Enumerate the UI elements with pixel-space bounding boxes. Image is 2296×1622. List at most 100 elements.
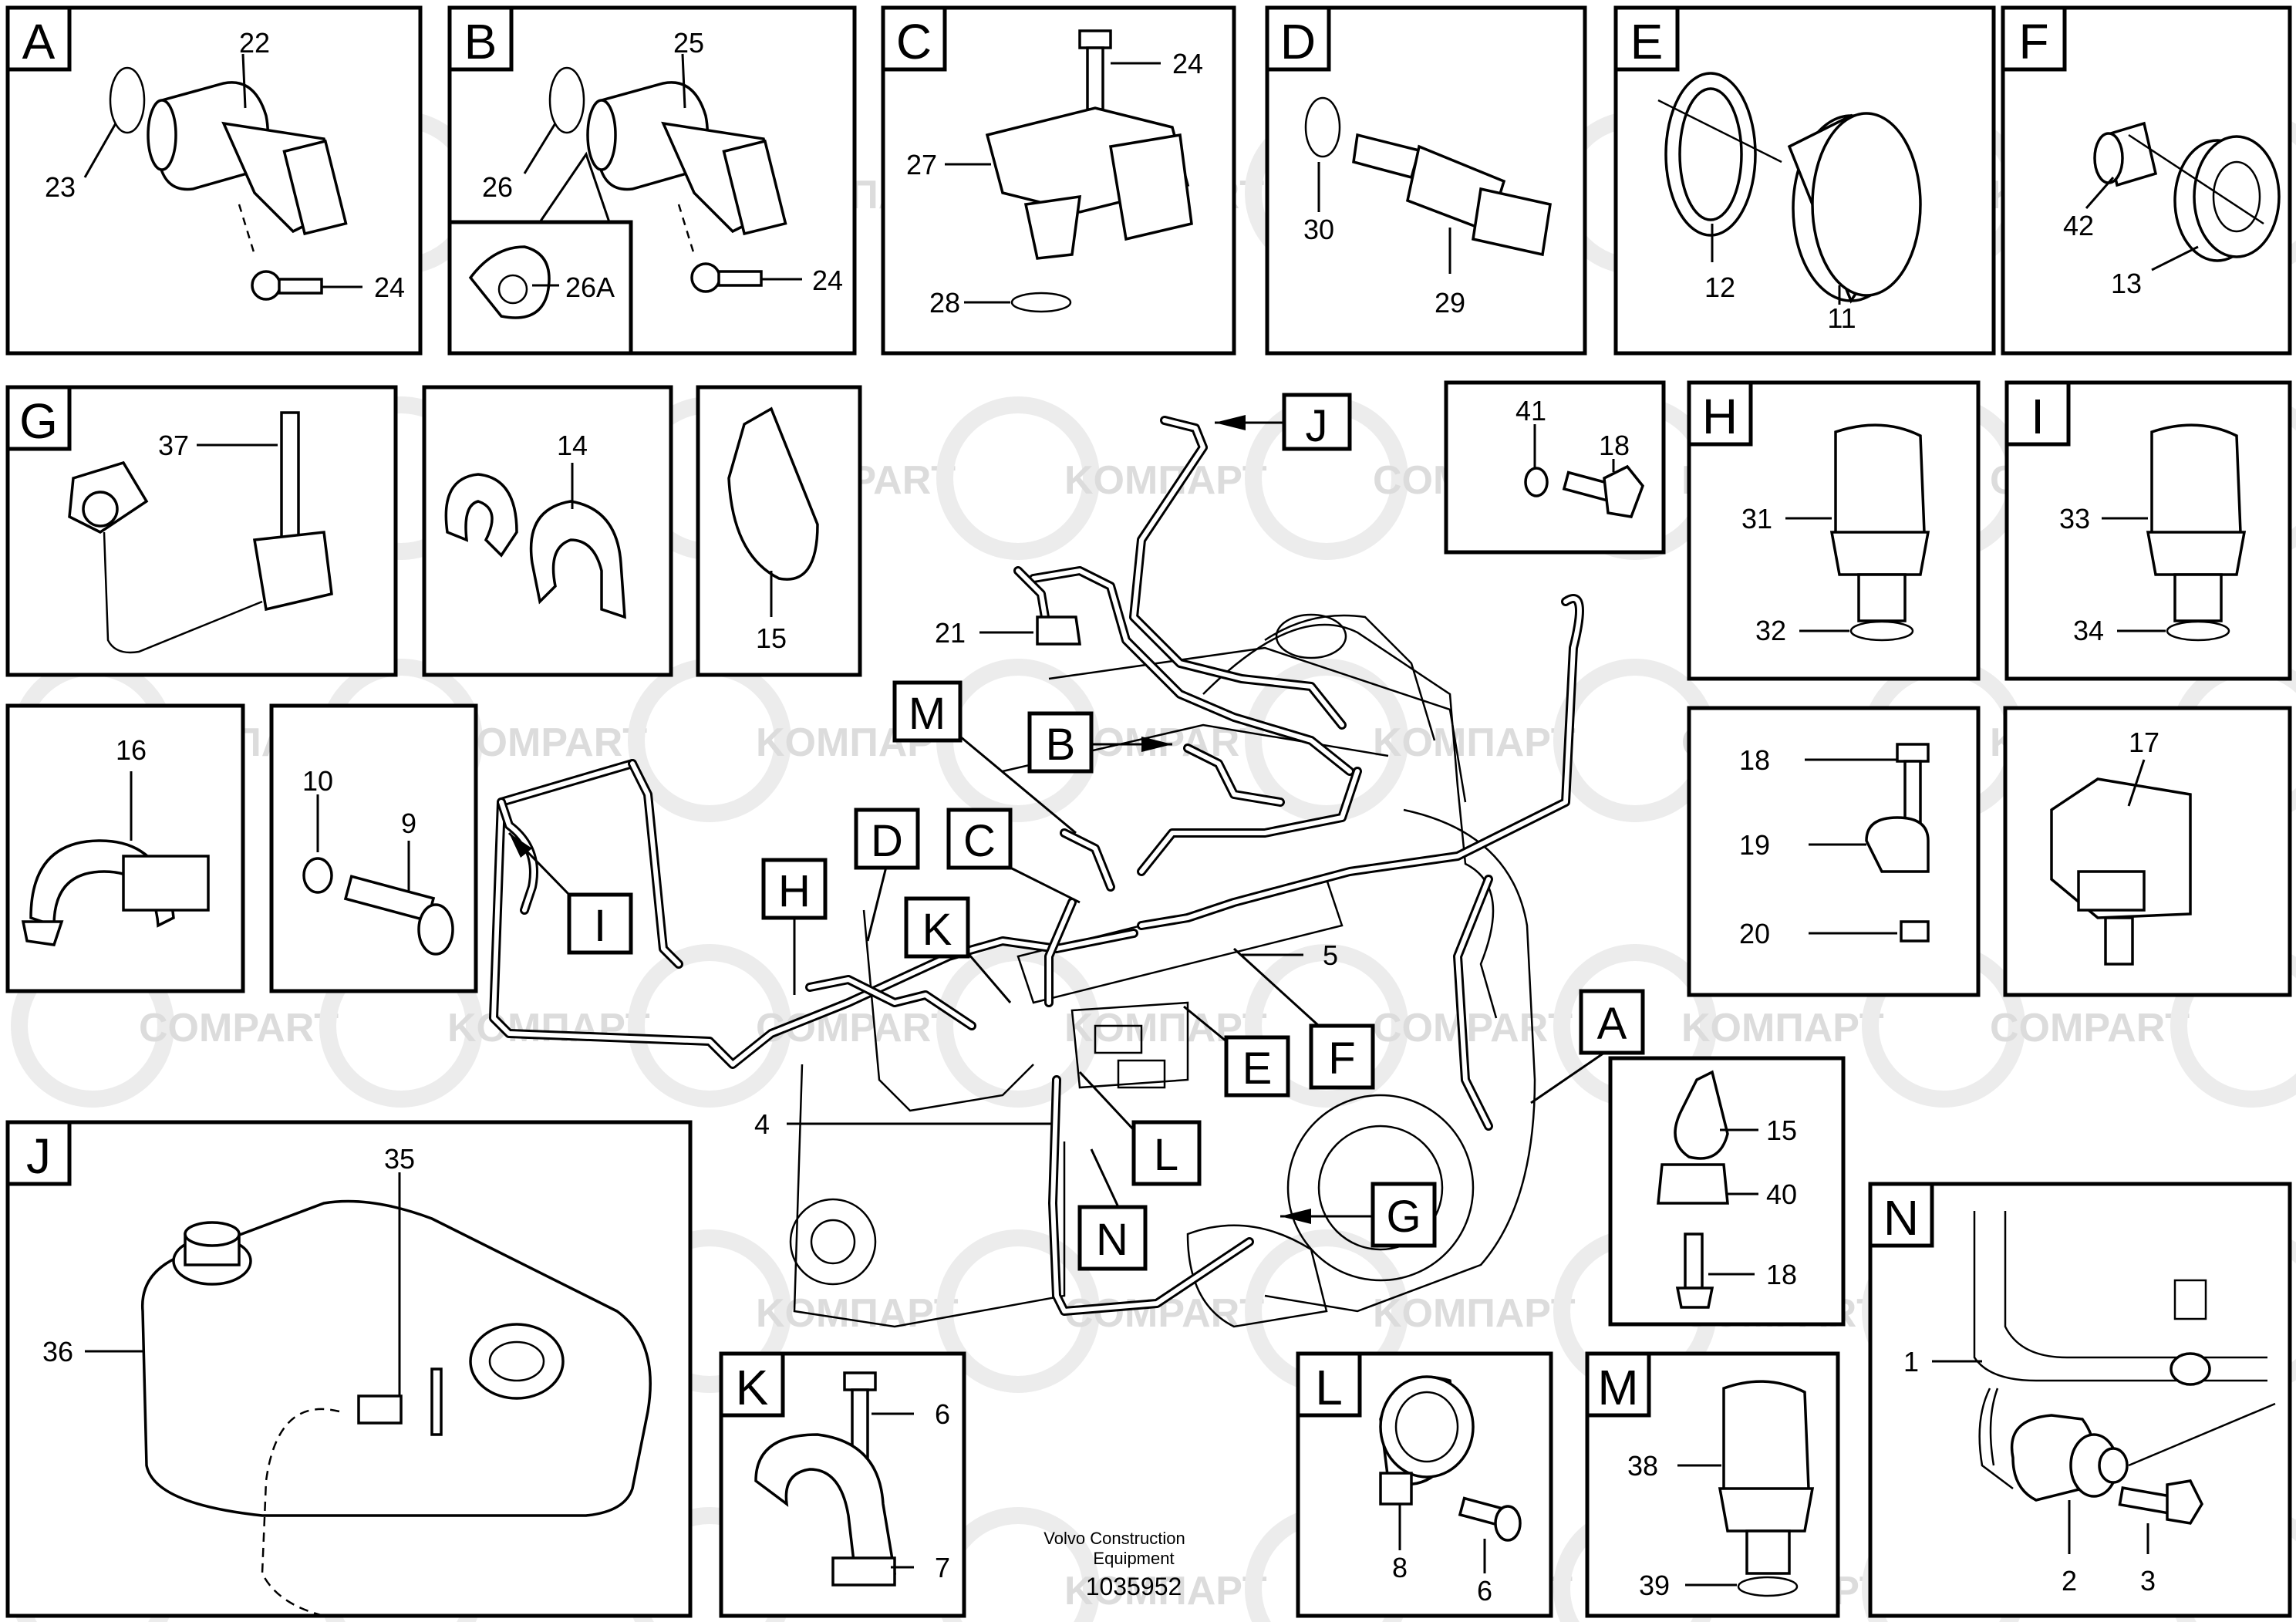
part-6-label: 6: [935, 1398, 950, 1430]
panel-n-letter: N: [1883, 1190, 1919, 1246]
callout-c: [946, 808, 1013, 870]
watermark-text: KOMПAPT: [447, 1006, 650, 1050]
callout-m-letter: M: [909, 689, 946, 739]
callout-d-letter: D: [871, 816, 903, 866]
callout-g: [1371, 1182, 1437, 1248]
callout-e: [1224, 1035, 1290, 1098]
panel-clamp-14: 14: [422, 385, 673, 677]
callout-e-letter: E: [1242, 1044, 1273, 1094]
panel-c: C 24 27 28: [881, 5, 1236, 356]
panel-sensor-15-40-18: 15 40 18: [1608, 1056, 1846, 1327]
part-26-label: 26: [482, 171, 513, 203]
part-3-label: 3: [2140, 1565, 2156, 1597]
panel-g: G 37: [5, 385, 398, 677]
callout-b: [1027, 711, 1094, 774]
part-23-label: 23: [45, 171, 76, 203]
part-15b-label: 15: [1766, 1114, 1797, 1146]
panel-k-letter: K: [736, 1360, 769, 1415]
callout-l: [1131, 1120, 1202, 1186]
panel-e-letter: E: [1630, 14, 1664, 69]
watermark-ring: [1245, 944, 1408, 1108]
part-34-label: 34: [2073, 615, 2104, 646]
part-21-label: 21: [935, 617, 966, 649]
watermark-ring: [1245, 659, 1408, 822]
part-18c-label: 18: [1766, 1259, 1797, 1290]
part-8-label: 8: [1392, 1552, 1408, 1583]
part-2-label: 2: [2062, 1565, 2077, 1597]
panel-f: F 42 13: [2001, 5, 2292, 356]
callout-a-letter: A: [1597, 999, 1627, 1049]
callout-n: [1077, 1205, 1148, 1271]
callout-g-letter: G: [1386, 1192, 1421, 1242]
drawing-number: 1035952: [1086, 1573, 1182, 1600]
part-25-label: 25: [673, 27, 704, 59]
part-37-label: 37: [158, 430, 189, 461]
panel-f-letter: F: [2018, 14, 2048, 69]
panel-h-letter: H: [1702, 389, 1738, 444]
callout-h: [761, 858, 828, 920]
callout-i: [567, 892, 633, 955]
drawing-footer: Volvo Construction Equipment 1035952: [1043, 1529, 1185, 1600]
part-19-label: 19: [1739, 829, 1770, 861]
part-24c-label: 24: [1172, 48, 1203, 79]
part-33-label: 33: [2059, 503, 2090, 534]
panel-b-letter: B: [464, 14, 497, 69]
panel-bolt-10-9: 10 9: [269, 703, 478, 993]
panel-n: N 1 2 3: [1868, 1182, 2292, 1618]
part-16-label: 16: [116, 734, 147, 766]
watermark-text: KOMПAPT: [1064, 1569, 1267, 1614]
callout-i-letter: I: [594, 901, 606, 951]
panel-e: E 12 11: [1613, 5, 1996, 356]
watermark-text: COMPART: [1990, 1006, 2190, 1050]
part-38-label: 38: [1627, 1450, 1658, 1482]
watermark-text: COMPART: [139, 1006, 339, 1050]
callout-c-letter: C: [963, 816, 996, 866]
part-32-label: 32: [1755, 615, 1786, 646]
panel-l-letter: L: [1315, 1360, 1343, 1415]
part-15-label: 15: [756, 622, 787, 654]
callout-k: [904, 896, 970, 959]
panel-bolt-41-18: 41 18: [1444, 380, 1666, 555]
callout-n-letter: N: [1096, 1215, 1128, 1265]
part-18-label: 18: [1599, 430, 1630, 461]
callout-f-letter: F: [1328, 1034, 1355, 1084]
part-18b-label: 18: [1739, 744, 1770, 776]
watermark-text: COMPART: [447, 720, 647, 765]
callout-j-letter: J: [1306, 401, 1328, 451]
part-40-label: 40: [1766, 1179, 1797, 1210]
panel-a-letter: A: [22, 14, 56, 69]
part-29-label: 29: [1435, 287, 1465, 319]
part-1-label: 1: [1903, 1346, 1919, 1378]
part-14-label: 14: [557, 430, 588, 461]
watermark-text: KOMПAPT: [1373, 720, 1576, 765]
watermark-ring: [936, 944, 1100, 1108]
callout-l-letter: L: [1154, 1130, 1178, 1180]
part-20-label: 20: [1739, 918, 1770, 949]
panel-d: D 30 29: [1265, 5, 1587, 356]
part-17-label: 17: [2129, 727, 2159, 758]
watermark-ring: [936, 396, 1100, 560]
part-36-label: 36: [42, 1336, 73, 1367]
part-22-label: 22: [239, 27, 270, 59]
part-11-label: 11: [1827, 302, 1856, 334]
part-24-label: 24: [374, 271, 405, 303]
part-27-label: 27: [906, 149, 937, 180]
main-callouts: J B M D C H I K E F: [507, 393, 1645, 1271]
panel-h: H 31 32: [1687, 380, 1981, 681]
callout-k-letter: K: [922, 905, 952, 955]
part-30-label: 30: [1303, 214, 1334, 245]
callout-d: [854, 808, 920, 870]
panel-clip-18-19-20: 18 19 20: [1687, 706, 1981, 997]
part-4-label: 4: [754, 1108, 770, 1140]
footer-brand-line1: Volvo Construction: [1043, 1529, 1185, 1548]
panel-d-letter: D: [1280, 14, 1316, 69]
callout-m: [892, 680, 963, 743]
panel-k: K 6 7: [719, 1351, 966, 1618]
panel-c-letter: C: [896, 14, 932, 69]
callout-j: [1282, 393, 1352, 451]
panel-holder-17: 17: [2003, 706, 2292, 997]
part-7-label: 7: [935, 1552, 950, 1583]
panel-i-letter: I: [2031, 389, 2045, 444]
panel-j: J 35 36: [5, 1120, 693, 1618]
